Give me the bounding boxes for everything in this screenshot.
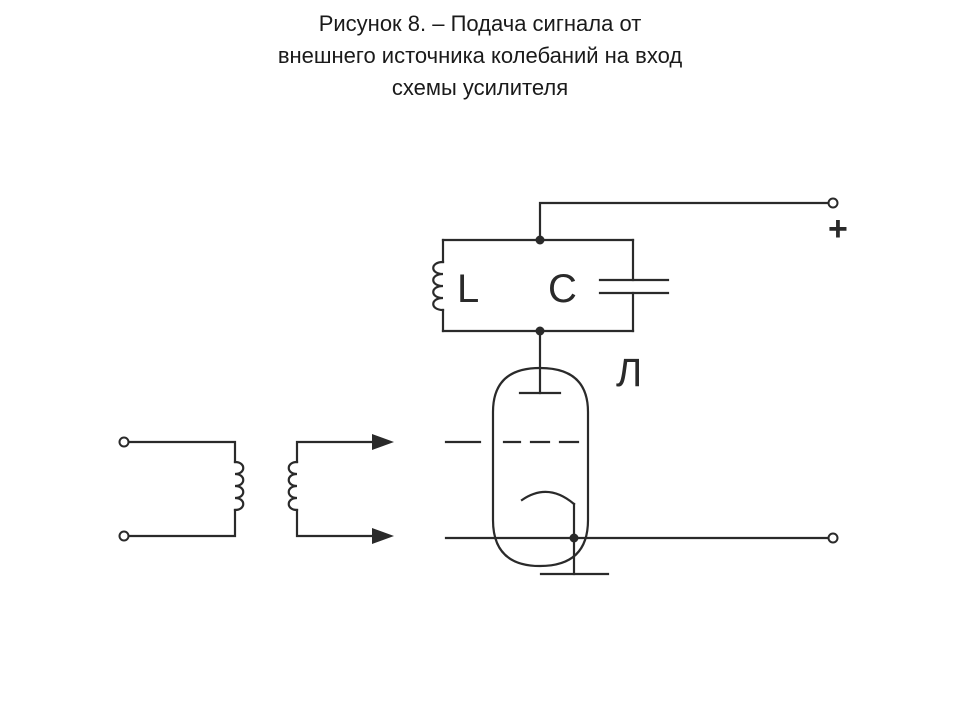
caption-line-1: Рисунок 8. – Подача сигнала от <box>318 11 642 36</box>
output-terminal <box>827 532 839 544</box>
cathode-ground-line <box>444 532 839 576</box>
transformer-primary <box>118 436 245 542</box>
tube-cathode <box>520 490 576 506</box>
caption-line-3: схемы усилителя <box>391 75 569 100</box>
tube-envelope <box>491 366 590 568</box>
arrow-right-icon <box>372 434 394 450</box>
arrow-right-icon <box>372 528 394 544</box>
figure-caption: Рисунок 8. – Подача сигнала от внешнего … <box>180 8 780 104</box>
junction-top <box>535 235 545 245</box>
inductor-label: L <box>457 267 479 311</box>
lc-tank <box>432 235 670 336</box>
primary-coil <box>233 460 245 512</box>
secondary-coil <box>287 460 299 512</box>
capacitor-label: C <box>548 267 577 311</box>
plus-terminal <box>827 197 839 209</box>
input-terminal-top <box>118 436 130 448</box>
tank-inductor-coil <box>432 260 445 312</box>
caption-line-2: внешнего источника колебаний на вход <box>277 43 683 68</box>
vacuum-tube <box>491 366 590 568</box>
plus-label: + <box>828 210 848 248</box>
tube-label: Л <box>616 351 642 395</box>
transformer-secondary <box>287 434 394 544</box>
input-terminal-bottom <box>118 530 130 542</box>
supply-line <box>538 197 839 242</box>
